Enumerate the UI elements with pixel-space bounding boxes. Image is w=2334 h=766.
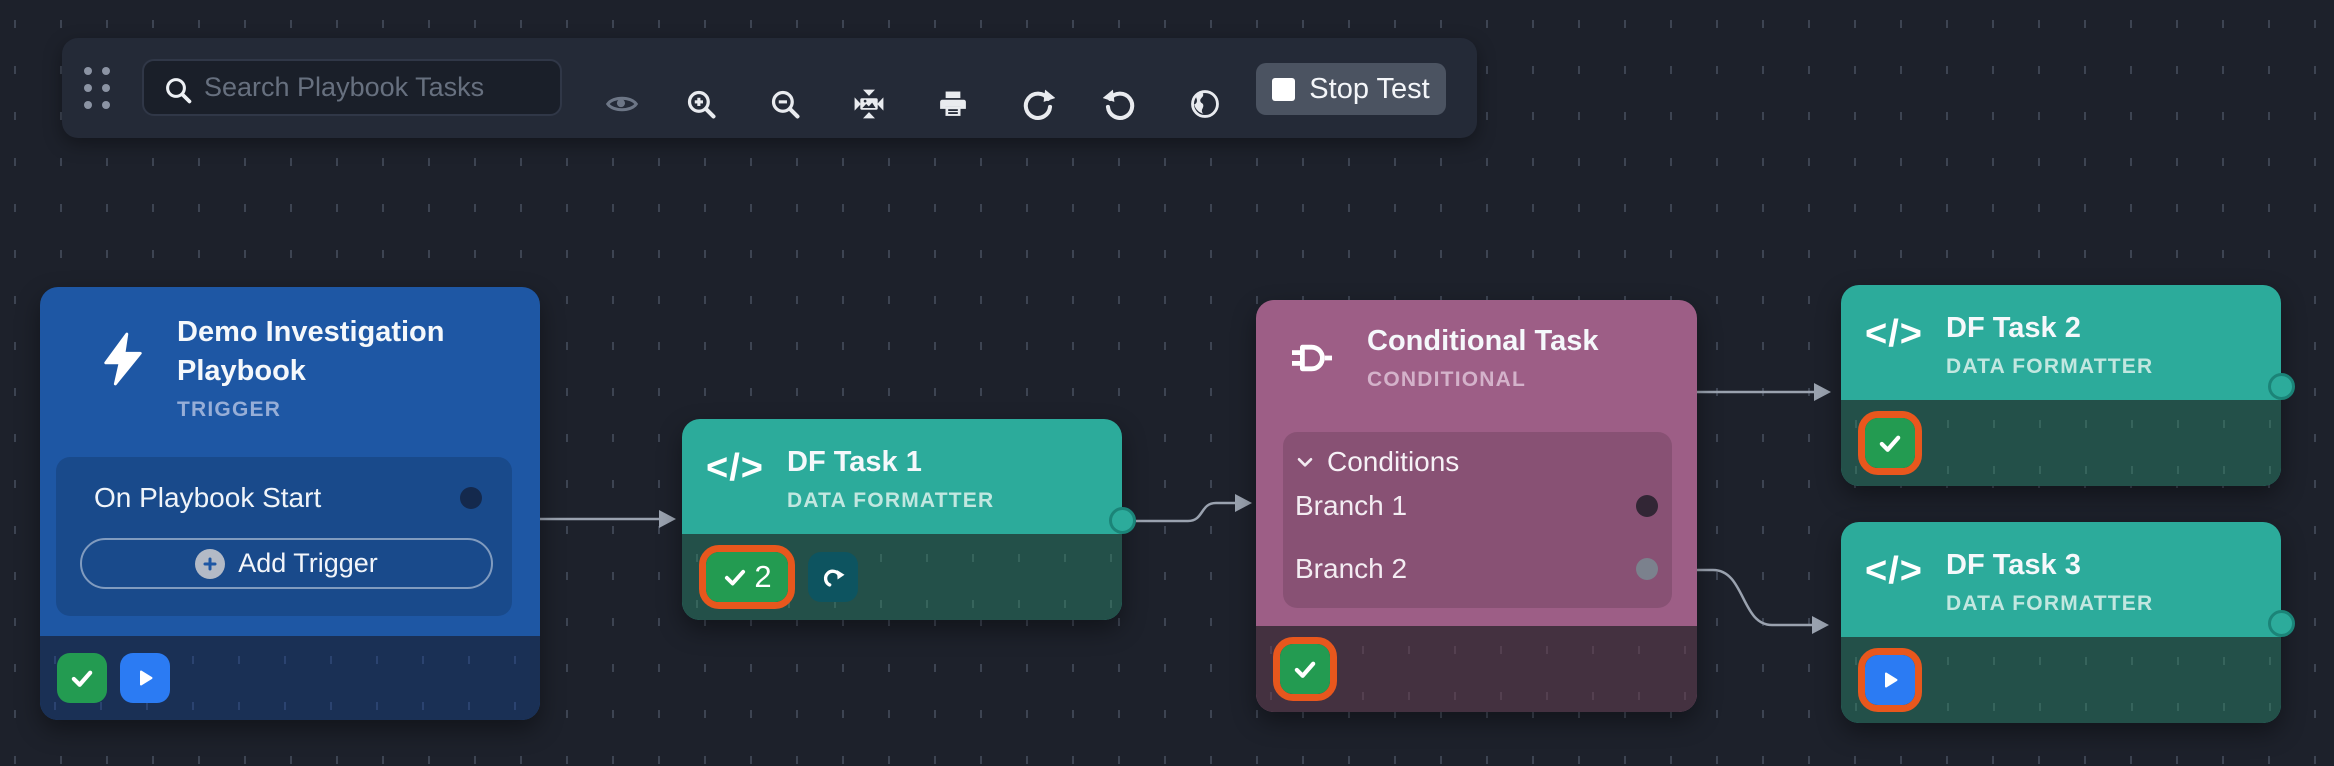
node-title: DF Task 3 [1946, 549, 2081, 581]
run-status-badge[interactable] [1865, 655, 1915, 705]
wire-arrowhead [1235, 494, 1252, 512]
output-port[interactable] [2268, 373, 2295, 400]
node-df-task-3[interactable]: </> DF Task 3 DATA FORMATTER [1841, 522, 2295, 723]
chevron-down-icon [1297, 457, 1313, 467]
branch-2-output-port[interactable] [1636, 558, 1658, 580]
printer-icon [940, 91, 966, 116]
stop-icon [1272, 77, 1296, 101]
success-status-badge[interactable] [57, 653, 107, 703]
branch-2-row[interactable]: Branch 2 [1295, 551, 1658, 587]
zoom-in-button[interactable] [679, 82, 723, 126]
add-trigger-button[interactable]: Add Trigger [80, 538, 493, 589]
eye-icon [605, 96, 639, 112]
success-status-badge[interactable] [1865, 418, 1915, 468]
node-status-bar [1841, 637, 2281, 723]
trigger-list-panel: On Playbook Start Add Trigger [56, 457, 512, 616]
output-port[interactable] [2268, 610, 2295, 637]
node-type-label: CONDITIONAL [1367, 368, 1527, 391]
node-type-label: DATA FORMATTER [1946, 592, 2154, 615]
check-icon [71, 670, 93, 687]
branch-1-label: Branch 1 [1295, 490, 1408, 521]
stop-test-label: Stop Test [1309, 72, 1430, 105]
search-input[interactable] [204, 61, 554, 114]
branch-2-label: Branch 2 [1295, 553, 1408, 584]
breakpoint-highlight-ring [1858, 411, 1922, 475]
breakpoint-highlight-ring [1858, 648, 1922, 712]
wire-arrowhead [1812, 616, 1829, 634]
success-status-badge[interactable] [1280, 644, 1330, 694]
add-trigger-label: Add Trigger [238, 548, 378, 578]
zoom-out-icon [771, 90, 800, 119]
search-task-box [142, 59, 562, 116]
globe-button[interactable] [1183, 82, 1227, 126]
node-type-label: DATA FORMATTER [1946, 355, 2154, 378]
undo-button[interactable] [1099, 82, 1143, 126]
zoom-in-icon [687, 90, 716, 119]
search-icon [166, 78, 192, 104]
trigger-event-row[interactable]: On Playbook Start [94, 481, 482, 515]
fit-to-screen-icon [854, 89, 884, 119]
canvas-toolbar: Stop Test [62, 38, 1477, 138]
success-count: 2 [754, 559, 772, 594]
conditions-label: Conditions [1327, 446, 1460, 477]
rerun-icon [823, 569, 845, 587]
run-status-badge[interactable] [120, 653, 170, 703]
success-count-badge[interactable]: 2 [706, 552, 788, 602]
plus-icon [195, 548, 226, 579]
check-icon [1879, 435, 1901, 452]
node-trigger[interactable]: Demo Investigation Playbook TRIGGER On P… [40, 287, 540, 720]
redo-button[interactable] [1015, 82, 1059, 126]
lightning-bolt-icon [104, 332, 142, 386]
node-title: Demo Investigation Playbook [177, 316, 445, 387]
node-title: DF Task 2 [1946, 312, 2081, 344]
node-title: Conditional Task [1367, 325, 1599, 357]
node-status-bar: 2 [682, 534, 1122, 620]
node-title: DF Task 1 [787, 446, 922, 478]
code-icon: </> [706, 447, 764, 489]
trigger-output-port[interactable] [460, 487, 482, 509]
logic-gate-icon [1292, 344, 1332, 372]
code-icon: </> [1865, 550, 1923, 592]
node-status-bar [1256, 626, 1697, 712]
conditions-panel: Conditions Branch 1 Branch 2 [1283, 432, 1672, 608]
undo-icon [1103, 89, 1135, 120]
wire-arrowhead [659, 510, 676, 528]
rerun-badge[interactable] [808, 552, 858, 602]
node-conditional-task[interactable]: Conditional Task CONDITIONAL Conditions … [1256, 300, 1697, 712]
globe-icon [1191, 90, 1219, 118]
toolbar-drag-handle-icon[interactable] [84, 67, 110, 109]
node-type-label: TRIGGER [177, 398, 282, 421]
zoom-out-button[interactable] [763, 82, 807, 126]
trigger-event-label: On Playbook Start [94, 482, 322, 513]
wire-arrowhead [1814, 383, 1831, 401]
redo-icon [1023, 89, 1055, 120]
node-df-task-2[interactable]: </> DF Task 2 DATA FORMATTER [1841, 285, 2295, 486]
check-icon [1294, 661, 1316, 678]
node-status-bar [1841, 400, 2281, 486]
output-port[interactable] [1109, 507, 1136, 534]
branch-1-output-port[interactable] [1636, 495, 1658, 517]
fit-to-screen-button[interactable] [847, 82, 891, 126]
play-icon [1885, 672, 1898, 688]
play-icon [140, 670, 153, 686]
node-type-label: DATA FORMATTER [787, 489, 995, 512]
stop-test-button[interactable]: Stop Test [1256, 63, 1446, 115]
breakpoint-highlight-ring [1273, 637, 1337, 701]
branch-1-row[interactable]: Branch 1 [1295, 488, 1658, 524]
breakpoint-highlight-ring: 2 [699, 545, 795, 609]
node-status-bar [40, 636, 540, 720]
wire-df1-to-conditional [1136, 501, 1236, 523]
print-button[interactable] [931, 82, 975, 126]
check-icon [725, 569, 746, 586]
node-df-task-1[interactable]: </> DF Task 1 DATA FORMATTER 2 [682, 419, 1136, 620]
toggle-visibility-button[interactable] [600, 82, 644, 126]
conditions-toggle[interactable]: Conditions [1293, 444, 1459, 480]
code-icon: </> [1865, 313, 1923, 355]
